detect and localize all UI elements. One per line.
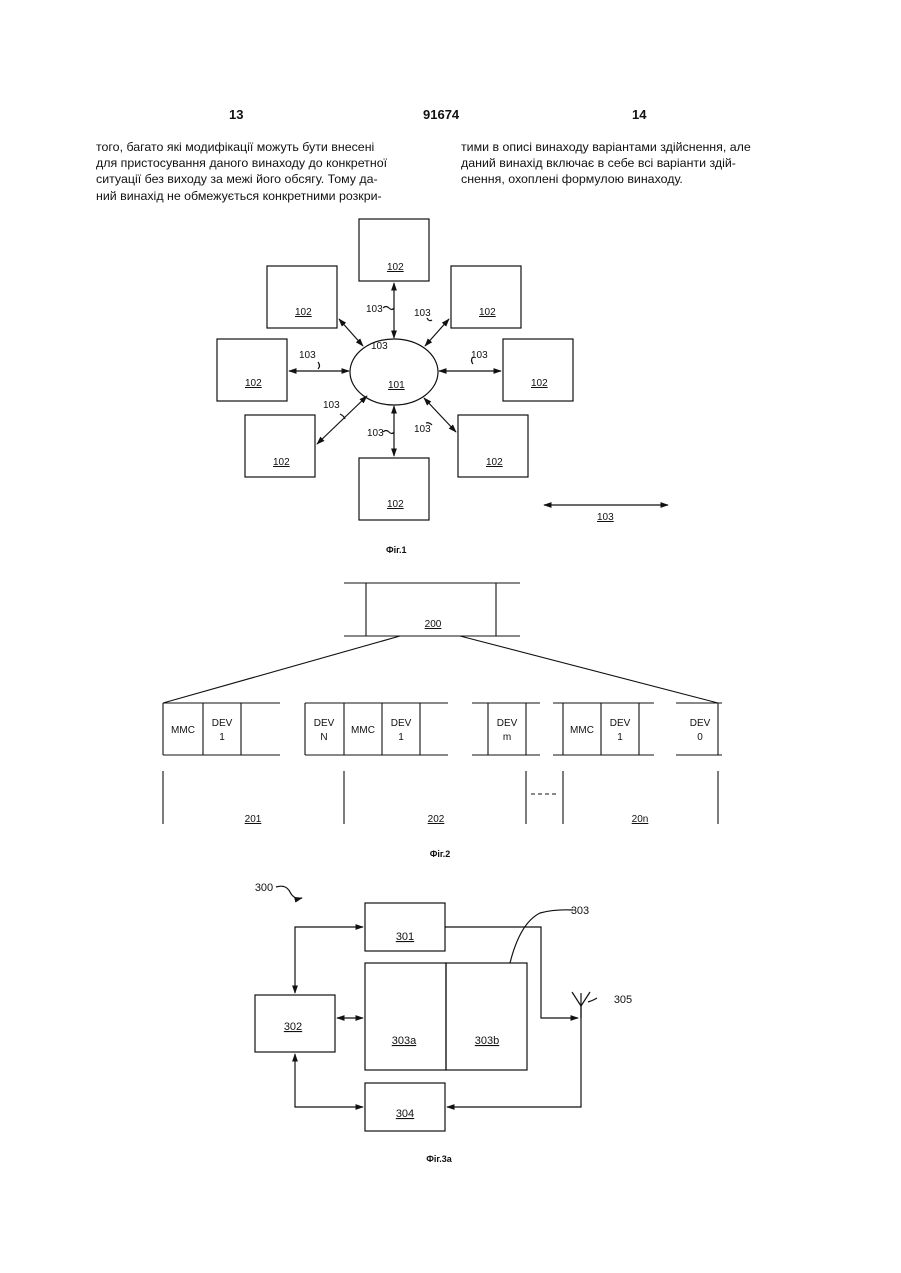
frame-label-201: 201 xyxy=(245,814,262,825)
block-303-label: 303 xyxy=(571,905,589,917)
frame-label-202: 202 xyxy=(428,814,445,825)
legend-label: 103 xyxy=(597,512,614,523)
block-303b-label: 303b xyxy=(475,1035,499,1047)
slot-devm-line1: DEV xyxy=(497,718,518,729)
link-label: 103 xyxy=(414,424,431,435)
node-label: 102 xyxy=(387,499,404,510)
link-label: 103 xyxy=(471,350,488,361)
link-label: 103 xyxy=(371,341,388,352)
slot-dev1-line2: 1 xyxy=(219,732,225,743)
slot-mmc: MMC xyxy=(351,725,375,736)
slot-devm-line2: m xyxy=(503,732,511,743)
node-102-left xyxy=(217,339,287,401)
figure-2-labels: 200 MMC DEV 1 DEV N MMC DEV 1 DEV m MMC … xyxy=(171,619,711,859)
hub-101 xyxy=(350,339,438,405)
hub-label: 101 xyxy=(388,380,405,391)
block-302-label: 302 xyxy=(284,1021,302,1033)
slot-devN-line2: N xyxy=(320,732,327,743)
figure-3a-labels: 300 301 302 303 303a 303b 304 305 Фіг.3а xyxy=(255,882,632,1164)
superframe-label: 200 xyxy=(425,619,442,630)
slot-dev1-line2: 1 xyxy=(617,732,623,743)
figure-2-superframe xyxy=(163,583,722,824)
node-label: 102 xyxy=(245,378,262,389)
node-label: 102 xyxy=(479,307,496,318)
node-label: 102 xyxy=(486,457,503,468)
block-304-label: 304 xyxy=(396,1108,414,1120)
slot-dev1-line1: DEV xyxy=(391,718,412,729)
system-label-300: 300 xyxy=(255,882,273,894)
node-label: 102 xyxy=(387,262,404,273)
node-label: 102 xyxy=(273,457,290,468)
block-304 xyxy=(365,1083,445,1131)
figure-1-network xyxy=(217,219,668,520)
block-301-label: 301 xyxy=(396,931,414,943)
link-103-upper-left xyxy=(339,319,363,346)
block-303a-label: 303a xyxy=(392,1035,417,1047)
link-label: 103 xyxy=(299,350,316,361)
node-label: 102 xyxy=(531,378,548,389)
node-102-right xyxy=(503,339,573,401)
node-102-upper-right xyxy=(451,266,521,328)
slot-mmc: MMC xyxy=(171,725,195,736)
block-303b xyxy=(446,963,527,1070)
slot-dev1-line1: DEV xyxy=(212,718,233,729)
link-label: 103 xyxy=(323,400,340,411)
figure-3a-caption: Фіг.3а xyxy=(426,1154,453,1164)
antenna-305-label: 305 xyxy=(614,994,632,1006)
link-label: 103 xyxy=(414,308,431,319)
slot-dev1-line2: 1 xyxy=(398,732,404,743)
node-label: 102 xyxy=(295,307,312,318)
slot-dev0-line1: DEV xyxy=(690,718,711,729)
frame-label-20n: 20n xyxy=(632,814,649,825)
figure-2-caption: Фіг.2 xyxy=(430,849,451,859)
node-102-bottom xyxy=(359,458,429,520)
link-label: 103 xyxy=(367,428,384,439)
slot-dev1-line1: DEV xyxy=(610,718,631,729)
block-303a xyxy=(365,963,446,1070)
link-103-upper-right xyxy=(425,319,449,346)
slot-dev0-line2: 0 xyxy=(697,732,703,743)
node-102-upper-left xyxy=(267,266,337,328)
figure-3a-block-diagram xyxy=(255,886,597,1131)
link-label: 103 xyxy=(366,304,383,315)
slot-mmc: MMC xyxy=(570,725,594,736)
slot-devN-line1: DEV xyxy=(314,718,335,729)
figure-1-caption: Фіг.1 xyxy=(386,545,407,555)
block-301 xyxy=(365,903,445,951)
